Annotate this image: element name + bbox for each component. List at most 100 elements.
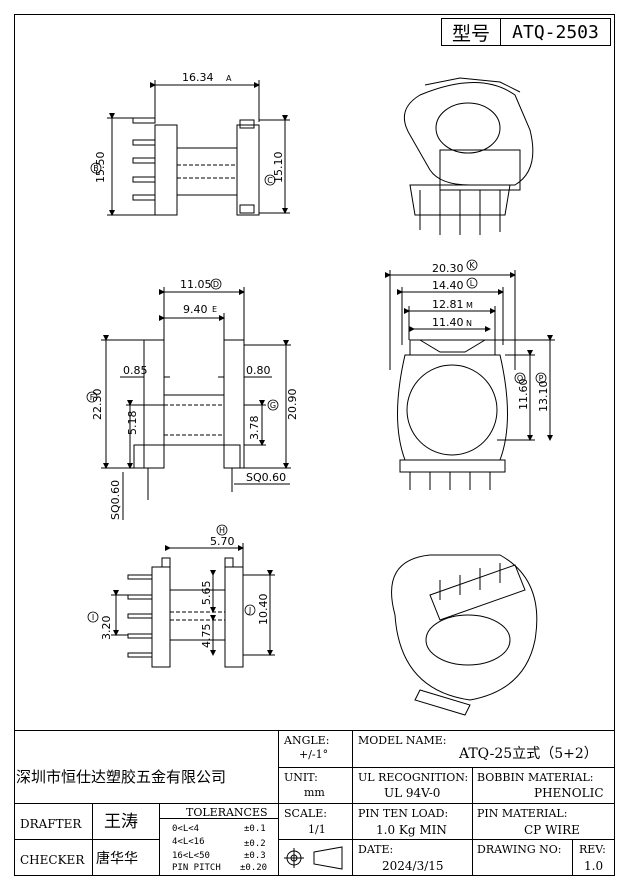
isometric-view-bottom [391, 554, 538, 716]
pin-material-value: CP WIRE [524, 823, 580, 837]
dim-pin-len: 5.18 [126, 411, 139, 436]
dim-pin-sq-left: SQ0.60 [109, 480, 122, 520]
tol-value-3: ±0.3 [244, 851, 266, 861]
svg-text:B: B [93, 164, 99, 173]
front-view-right [385, 270, 555, 490]
tol-value-1: ±0.1 [244, 824, 266, 834]
dim-gap-top: 5.65 [200, 581, 213, 606]
border-frame [14, 14, 615, 876]
drawing-no-label: DRAWING NO: [477, 843, 562, 856]
date-value: 2024/3/15 [382, 859, 444, 873]
svg-text:J: J [248, 606, 251, 615]
dim-m: 12.81 [432, 298, 464, 311]
tag-g: G [267, 399, 279, 411]
tol-range-2: 4<L<16 [172, 837, 205, 847]
date-label: DATE: [358, 843, 394, 856]
side-view-bottom [111, 543, 275, 668]
ul-value: UL 94V-0 [384, 786, 441, 800]
rev-value: 1.0 [584, 859, 604, 873]
bobbin-value: PHENOLIC [534, 786, 604, 800]
front-view-middle [101, 287, 291, 520]
dim-depth-h: 5.70 [210, 535, 235, 548]
model-name-label: MODEL NAME: [358, 734, 447, 747]
dim-inner-e: 9.40 [183, 303, 208, 316]
isometric-view-top [403, 77, 534, 235]
unit-value: mm [304, 786, 325, 799]
svg-text:P: P [539, 374, 544, 383]
dim-m-tag: M [466, 301, 473, 310]
dim-window-o: 11.60 [517, 379, 530, 411]
dim-pin-len-right: 3.78 [248, 416, 261, 441]
dim-height-c: 15.10 [272, 152, 285, 184]
model-name-value: ATQ-25立式（5+2） [459, 746, 598, 762]
svg-text:O: O [517, 374, 523, 383]
model-label: 型号 [442, 19, 501, 45]
dim-pitch-i: 3.20 [100, 616, 113, 641]
dim-l: 14.40 [432, 279, 464, 292]
tag-d: D [210, 278, 222, 290]
dim-n: 11.40 [432, 316, 464, 329]
dim-height-b: 15.50 [94, 152, 107, 184]
svg-text:C: C [267, 176, 273, 185]
svg-text:D: D [213, 280, 219, 289]
ul-label: UL RECOGNITION: [358, 771, 469, 784]
model-header: 型号 ATQ-2503 [441, 18, 611, 46]
svg-text:I: I [92, 613, 94, 622]
model-value: ATQ-2503 [512, 21, 599, 43]
dim-total-f: 22.30 [91, 389, 104, 421]
tag-l: L [466, 277, 478, 289]
tol-range-1: 0<L<4 [172, 824, 200, 834]
tag-p: P [535, 372, 547, 384]
dim-inner-d: 11.05 [180, 278, 212, 291]
tol-value-4: ±0.20 [240, 863, 268, 873]
tag-b: B [90, 162, 102, 174]
tag-j: J [244, 604, 256, 616]
svg-text:K: K [469, 261, 475, 270]
dim-pin-sq-right: SQ0.60 [246, 471, 286, 484]
svg-text:G: G [270, 401, 276, 410]
scale-value: 1/1 [308, 823, 326, 836]
dim-window-p: 13.10 [537, 381, 550, 413]
unit-label: UNIT: [284, 771, 318, 784]
company-name: 深圳市恒仕达塑胶五金有限公司 [16, 768, 227, 786]
svg-text:H: H [219, 526, 225, 535]
tolerances-label: TOLERANCES [186, 806, 268, 819]
svg-text:F: F [90, 393, 95, 402]
tag-o: O [514, 372, 526, 384]
pin-load-label: PIN TEN LOAD: [358, 807, 449, 820]
tag-f: F [86, 391, 98, 403]
tag-k: K [466, 259, 478, 271]
projection-symbol [284, 846, 343, 870]
tag-i: I [87, 611, 99, 623]
tag-h: H [216, 524, 228, 536]
tol-range-3: 16<L<50 [172, 851, 210, 861]
checker-label: CHECKER [20, 853, 85, 867]
checker-value: 唐华华 [96, 851, 138, 867]
angle-label: ANGLE: [284, 734, 330, 747]
tol-range-4: PIN PITCH [172, 863, 221, 873]
tag-c: C [264, 174, 276, 186]
dim-height-j: 10.40 [257, 594, 270, 626]
dim-n-tag: N [466, 319, 472, 328]
dim-total-g: 20.90 [286, 389, 299, 421]
angle-value: +/-1° [299, 748, 329, 761]
svg-text:L: L [470, 279, 475, 288]
dim-width: 16.34 [182, 71, 214, 84]
drafter-label: DRAFTER [20, 817, 82, 831]
side-view-top [107, 80, 290, 216]
title-block: ANGLE: +/-1° MODEL NAME: ATQ-25立式（5+2） 深… [14, 730, 615, 876]
scale-label: SCALE: [284, 807, 327, 820]
dim-k: 20.30 [432, 262, 464, 275]
pin-load-value: 1.0 Kg MIN [376, 823, 447, 837]
pin-material-label: PIN MATERIAL: [477, 807, 568, 820]
rev-label: REV: [579, 843, 606, 856]
dim-e-tag: E [212, 305, 217, 314]
tol-value-2: ±0.2 [244, 839, 266, 849]
dim-wall-right: 0.80 [246, 364, 271, 377]
dim-width-tag: A [226, 74, 232, 83]
bobbin-label: BOBBIN MATERIAL: [477, 771, 594, 784]
dim-wall-left: 0.85 [123, 364, 148, 377]
dim-gap-bottom: 4.75 [200, 624, 213, 649]
